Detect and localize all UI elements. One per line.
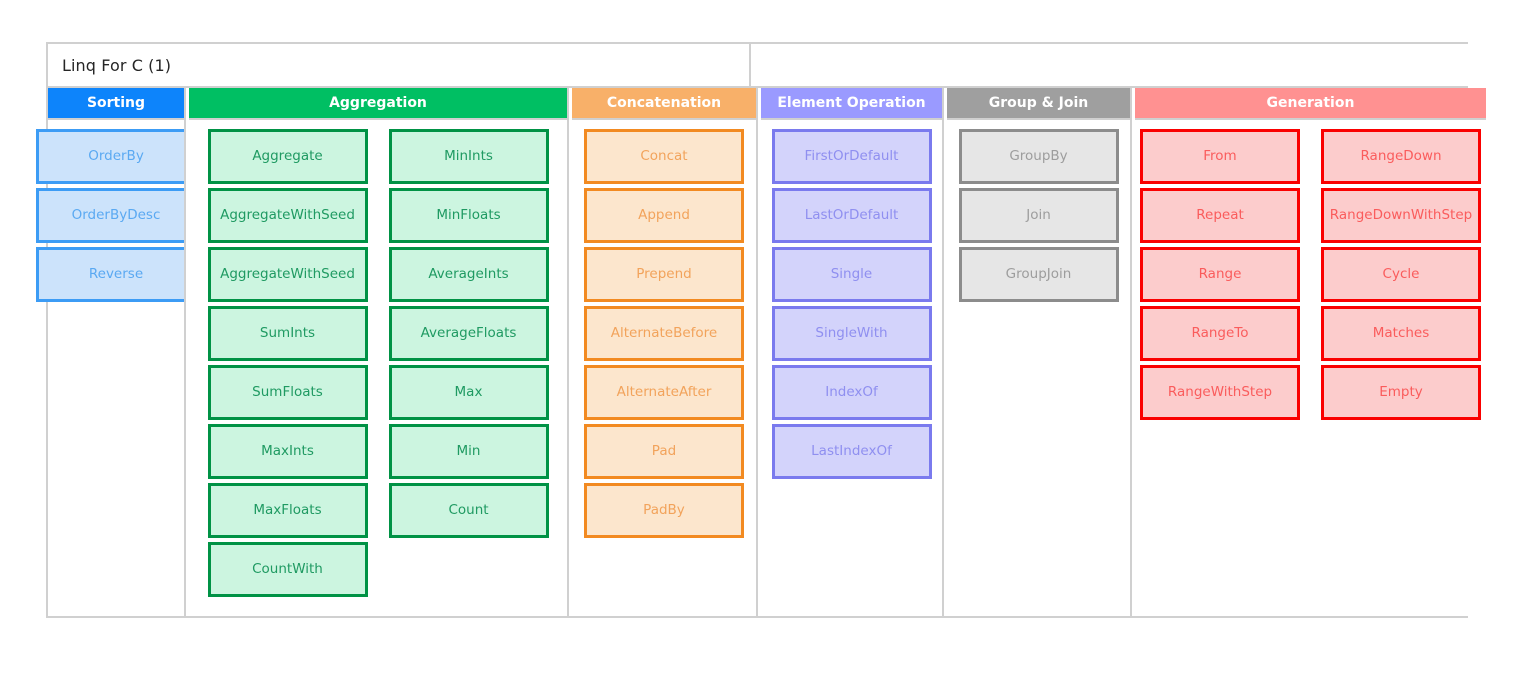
node-cycle[interactable]: Cycle: [1321, 247, 1481, 302]
category-header-concatenation: Concatenation: [572, 88, 756, 118]
node-countwith[interactable]: CountWith: [207, 542, 368, 597]
node-alternateafter[interactable]: AlternateAfter: [584, 365, 744, 420]
category-header-sorting: Sorting: [48, 88, 184, 118]
node-stack: From Repeat Range RangeTo RangeWithStep: [1140, 129, 1300, 616]
category-body-element-operation: FirstOrDefault LastOrDefault Single Sing…: [761, 118, 942, 616]
category-header-aggregation: Aggregation: [189, 88, 567, 118]
node-orderby[interactable]: OrderBy: [36, 129, 196, 184]
node-concat[interactable]: Concat: [584, 129, 744, 184]
node-pad[interactable]: Pad: [584, 424, 744, 479]
node-stack: RangeDown RangeDownWithStep Cycle Matche…: [1321, 129, 1481, 616]
category-column-group-join: Group & Join GroupBy Join GroupJoin: [947, 88, 1130, 616]
node-rangeto[interactable]: RangeTo: [1140, 306, 1300, 361]
category-columns: Sorting OrderBy OrderByDesc Reverse Aggr…: [36, 88, 1486, 616]
node-min[interactable]: Min: [388, 424, 549, 479]
node-max[interactable]: Max: [388, 365, 549, 420]
category-header-group-join: Group & Join: [947, 88, 1130, 118]
category-header-generation: Generation: [1135, 88, 1486, 118]
category-column-generation: Generation From Repeat Range RangeTo Ran…: [1135, 88, 1486, 616]
board-title-bar-right-filler: [751, 44, 1468, 88]
node-reverse[interactable]: Reverse: [36, 247, 196, 302]
node-join[interactable]: Join: [958, 188, 1119, 243]
node-rangewithstep[interactable]: RangeWithStep: [1140, 365, 1300, 420]
category-body-aggregation: Aggregate AggregateWithSeed AggregateWit…: [189, 118, 567, 616]
board-title-bar: Linq For C (1): [48, 44, 751, 88]
category-body-group-join: GroupBy Join GroupJoin: [947, 118, 1130, 616]
node-stack: Aggregate AggregateWithSeed AggregateWit…: [207, 129, 368, 616]
node-empty[interactable]: Empty: [1321, 365, 1481, 420]
node-count[interactable]: Count: [388, 483, 549, 538]
node-minfloats[interactable]: MinFloats: [388, 188, 549, 243]
node-aggregatewithseed-2[interactable]: AggregateWithSeed: [207, 247, 368, 302]
node-aggregatewithseed-1[interactable]: AggregateWithSeed: [207, 188, 368, 243]
node-stack: OrderBy OrderByDesc Reverse: [36, 129, 196, 616]
node-stack: GroupBy Join GroupJoin: [958, 129, 1119, 616]
category-body-concatenation: Concat Append Prepend AlternateBefore Al…: [572, 118, 756, 616]
node-sumints[interactable]: SumInts: [207, 306, 368, 361]
node-lastindexof[interactable]: LastIndexOf: [771, 424, 932, 479]
column-divider: [1130, 88, 1135, 616]
node-alternatebefore[interactable]: AlternateBefore: [584, 306, 744, 361]
node-indexof[interactable]: IndexOf: [771, 365, 932, 420]
category-column-concatenation: Concatenation Concat Append Prepend Alte…: [572, 88, 756, 616]
node-single[interactable]: Single: [771, 247, 932, 302]
category-column-sorting: Sorting OrderBy OrderByDesc Reverse: [36, 88, 196, 616]
column-divider: [184, 88, 189, 616]
node-averageints[interactable]: AverageInts: [388, 247, 549, 302]
node-range[interactable]: Range: [1140, 247, 1300, 302]
column-divider: [567, 88, 572, 616]
node-stack: FirstOrDefault LastOrDefault Single Sing…: [771, 129, 932, 616]
node-lastordefault[interactable]: LastOrDefault: [771, 188, 932, 243]
category-body-generation: From Repeat Range RangeTo RangeWithStep …: [1135, 118, 1486, 616]
node-append[interactable]: Append: [584, 188, 744, 243]
node-groupjoin[interactable]: GroupJoin: [958, 247, 1119, 302]
column-divider: [942, 88, 947, 616]
category-column-aggregation: Aggregation Aggregate AggregateWithSeed …: [189, 88, 567, 616]
node-from[interactable]: From: [1140, 129, 1300, 184]
node-averagefloats[interactable]: AverageFloats: [388, 306, 549, 361]
node-repeat[interactable]: Repeat: [1140, 188, 1300, 243]
category-column-element-operation: Element Operation FirstOrDefault LastOrD…: [761, 88, 942, 616]
node-maxints[interactable]: MaxInts: [207, 424, 368, 479]
node-stack: MinInts MinFloats AverageInts AverageFlo…: [388, 129, 549, 616]
node-groupby[interactable]: GroupBy: [958, 129, 1119, 184]
node-padby[interactable]: PadBy: [584, 483, 744, 538]
category-header-element-operation: Element Operation: [761, 88, 942, 118]
node-singlewith[interactable]: SingleWith: [771, 306, 932, 361]
node-rangedown[interactable]: RangeDown: [1321, 129, 1481, 184]
node-matches[interactable]: Matches: [1321, 306, 1481, 361]
node-stack: Concat Append Prepend AlternateBefore Al…: [584, 129, 744, 616]
linq-board: Linq For C (1) Sorting OrderBy OrderByDe…: [36, 42, 1486, 618]
category-body-sorting: OrderBy OrderByDesc Reverse: [36, 118, 196, 616]
node-minints[interactable]: MinInts: [388, 129, 549, 184]
node-sumfloats[interactable]: SumFloats: [207, 365, 368, 420]
page-title: Linq For C (1): [62, 55, 172, 75]
node-orderbydesc[interactable]: OrderByDesc: [36, 188, 196, 243]
node-prepend[interactable]: Prepend: [584, 247, 744, 302]
node-aggregate[interactable]: Aggregate: [207, 129, 368, 184]
column-divider: [756, 88, 761, 616]
node-rangedownwithstep[interactable]: RangeDownWithStep: [1321, 188, 1481, 243]
node-maxfloats[interactable]: MaxFloats: [207, 483, 368, 538]
node-firstordefault[interactable]: FirstOrDefault: [771, 129, 932, 184]
